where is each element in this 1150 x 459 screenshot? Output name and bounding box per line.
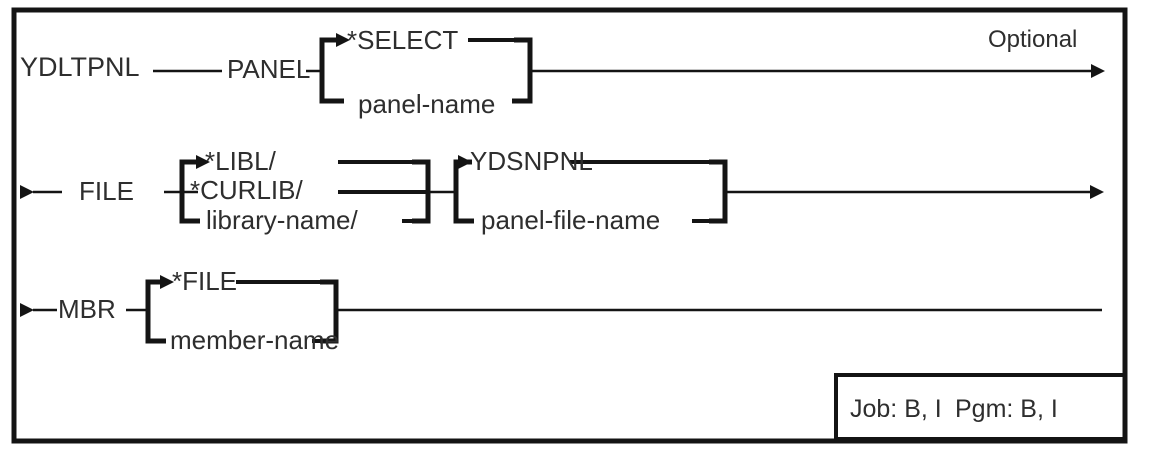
pgm-mode-label: Pgm: B, I [955,395,1058,423]
libl-default-arrow-icon [196,155,210,169]
optional-note: Optional [988,26,1077,53]
environment-box [834,373,1127,441]
value-member-name: member-name [170,325,339,355]
arrowheads [20,33,1105,317]
row2-continue-arrow-icon [1090,185,1104,199]
value-library-name: library-name/ [206,205,358,235]
connector-lines [33,37,1127,441]
file-group-close-bracket [709,159,728,224]
param-file: FILE [79,176,134,206]
member-group-close-bracket [320,279,339,344]
param-mbr: MBR [58,294,116,324]
value-panel-default: *SELECT [347,25,458,55]
panel-group-open-bracket [319,37,344,104]
value-ydsnpnl: YDSNPNL [470,146,593,176]
row3-entry-arrow-icon [20,303,34,317]
member-group-open-bracket [145,279,166,344]
value-panel-file-name: panel-file-name [481,205,660,235]
file-default-arrow-icon [160,275,174,289]
value-file-default: *FILE [172,266,237,296]
diagram-labels: YDLTPNL PANEL *SELECT panel-name Optiona… [20,25,1077,423]
panel-group-close-bracket [512,37,533,104]
library-group-open-bracket [179,159,200,224]
diagram-border [11,7,1128,444]
value-libl: *LIBL/ [205,146,277,176]
job-mode-label: Job: B, I [850,395,942,423]
command-name: YDLTPNL [20,52,140,82]
row1-continue-arrow-icon [1091,64,1105,78]
value-curlib: *CURLIB/ [190,175,303,205]
value-panel-name: panel-name [358,89,495,119]
param-panel: PANEL [227,54,310,84]
ydsnpnl-default-arrow-icon [458,155,472,169]
row2-entry-arrow-icon [20,185,34,199]
panel-default-arrow-icon [336,33,350,47]
